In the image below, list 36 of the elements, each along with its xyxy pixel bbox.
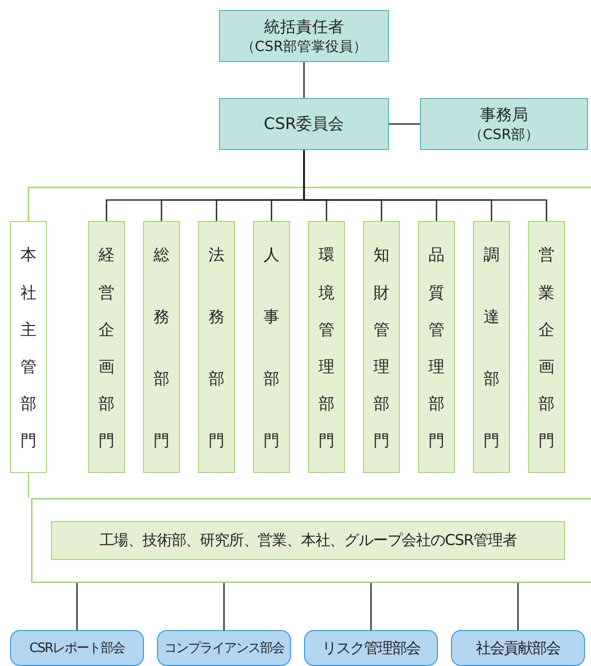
department-box: 総務部門 (143, 221, 180, 473)
label-text: コンプライアンス部会 (164, 640, 284, 657)
note-text: （CSR部） (468, 126, 540, 144)
note-text: （CSR部管掌役員） (240, 38, 368, 56)
role-box (219, 10, 389, 62)
department-box: 人事部門 (253, 221, 290, 473)
label-text: 事務局 (480, 104, 528, 126)
department-box: 法務部門 (198, 221, 235, 473)
committee-box (157, 630, 291, 666)
connector-line (370, 583, 372, 630)
role-box (420, 98, 588, 150)
label-text: CSRレポート部会 (29, 640, 125, 657)
department-box: 知財管理部門 (363, 221, 400, 473)
connector-line (76, 583, 78, 630)
role-box (219, 98, 389, 150)
connector-line (223, 583, 225, 630)
manager-box (51, 521, 565, 560)
connector-line (389, 123, 420, 125)
connector-line (303, 62, 305, 98)
label-text: 社会貢献部会 (476, 638, 560, 658)
label-text: 統括責任者 (264, 16, 344, 38)
committee-box (304, 630, 438, 666)
connector-line (303, 150, 548, 221)
department-box: 経営企画部門 (88, 221, 125, 473)
department-box: 環境管理部門 (308, 221, 345, 473)
committee-box (10, 630, 144, 666)
label-text: 工場、技術部、研究所、営業、本社、グループ会社のCSR管理者 (99, 531, 517, 550)
label-text: CSR委員会 (264, 114, 344, 134)
committee-box (451, 630, 585, 666)
department-box: 本社主管部門 (10, 221, 47, 473)
department-box: 調達部門 (473, 221, 510, 473)
connector-line (517, 583, 519, 630)
label-text: リスク管理部会 (322, 638, 420, 658)
connector-line (28, 473, 30, 498)
department-box: 品質管理部門 (418, 221, 455, 473)
department-box: 営業企画部門 (528, 221, 565, 473)
